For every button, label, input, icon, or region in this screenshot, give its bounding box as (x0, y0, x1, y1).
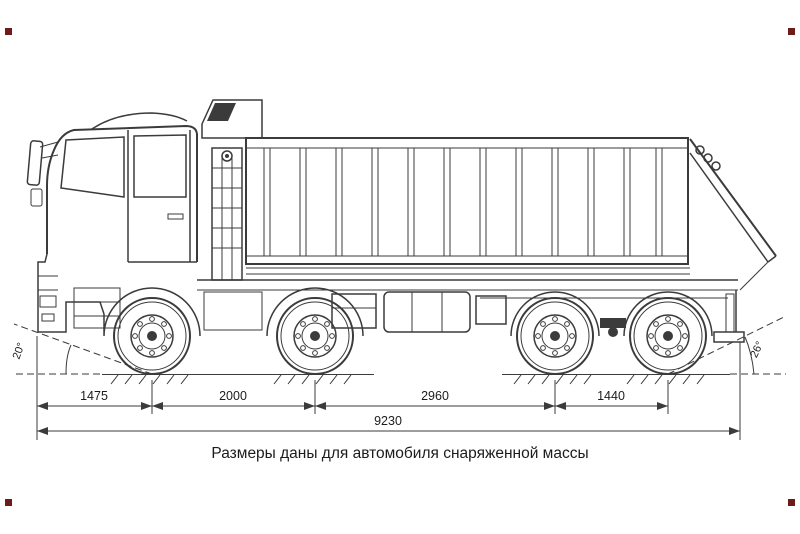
cab-protector-canopy (201, 99, 263, 139)
hoist-pivot (221, 150, 233, 162)
dump-body-rails (246, 147, 688, 257)
hoist-cylinder (221, 156, 233, 280)
ground-hatches (110, 374, 705, 385)
dump-body-outline (245, 137, 689, 265)
chute-outer (689, 138, 777, 257)
chassis-frame (197, 267, 738, 299)
dimension-label-wheelbase-3-4: 1440 (597, 389, 625, 403)
fuel-tank-straps (411, 292, 443, 332)
registration-mark-bottom-left (5, 499, 12, 506)
wheel-axle-4 (629, 297, 707, 375)
mirror-wide-angle (30, 188, 43, 207)
canopy-bracket (207, 103, 236, 121)
hinge-roller-2 (703, 153, 713, 163)
cab-window-door (133, 134, 187, 198)
cab-door (127, 130, 197, 263)
wheel-axle-2 (276, 297, 354, 375)
hinge-roller-1 (695, 145, 705, 155)
rear-bumper (713, 331, 745, 343)
front-fender-2 (266, 287, 364, 337)
approach-angle: 20° (11, 323, 153, 375)
hinge-roller-3 (711, 161, 721, 171)
dump-body-ribs (263, 148, 663, 256)
approach-angle-lines (13, 323, 153, 375)
truck-drawing (26, 99, 777, 385)
bumper-lines (38, 275, 58, 291)
rear-running-gear (510, 291, 713, 337)
cab-outline (46, 124, 198, 262)
dimension-lines: 1475 2000 2960 1440 9230 (36, 336, 741, 440)
tailgate-chute (689, 138, 777, 343)
suspension-balance-beam (600, 318, 626, 328)
witness-lines (36, 336, 741, 440)
suspension-pivot (608, 327, 618, 337)
departure-angle-lines (667, 315, 787, 375)
battery-box (331, 293, 377, 329)
ground (102, 374, 730, 385)
registration-mark-bottom-right (788, 499, 795, 506)
rear-mudguard-1 (510, 291, 600, 337)
registration-mark-top-left (5, 28, 12, 35)
front-bumper (37, 253, 105, 333)
caption: Размеры даны для автомобиля снаряженной … (211, 445, 588, 462)
cab-steps (73, 287, 121, 329)
registration-mark-top-right (788, 28, 795, 35)
hoist-frame (211, 147, 243, 281)
cab (26, 112, 364, 337)
chute-inner (689, 152, 777, 263)
wheel-axle-3 (516, 297, 594, 375)
door-handle (167, 213, 184, 220)
wheel-axle-1 (113, 297, 191, 375)
dimension-label-wheelbase-2-3: 2960 (421, 389, 449, 403)
cab-step-lines (74, 301, 120, 317)
cab-window-front (60, 136, 125, 198)
fuel-tank (383, 291, 471, 333)
underbody-equipment (331, 291, 507, 333)
canopy-outline (201, 99, 263, 139)
mirror-main (26, 140, 44, 186)
departure-angle-label: 26° (748, 340, 766, 360)
fog-light (41, 313, 55, 322)
rear-mudguard-2 (623, 291, 713, 337)
approach-angle-arc (65, 344, 72, 375)
departure-angle-arc (744, 336, 755, 375)
dimension-label-overall-length: 9230 (374, 414, 402, 428)
rear-mudflap (725, 293, 735, 333)
approach-angle-label: 20° (11, 341, 28, 361)
dimension-label-front-overhang: 1475 (80, 389, 108, 403)
frame-rail-lines (197, 267, 738, 299)
roof-deflector (91, 112, 188, 130)
hydraulic-box (475, 295, 507, 325)
dimension-label-wheelbase-1-2: 2000 (219, 389, 247, 403)
toolbox-between-axles (203, 291, 263, 331)
dump-body (245, 137, 689, 265)
chute-support (739, 261, 769, 291)
hoist-rungs (212, 167, 242, 249)
front-fender-1 (103, 287, 201, 337)
hoist-pivot-pin (225, 154, 229, 158)
headlight (39, 295, 57, 308)
